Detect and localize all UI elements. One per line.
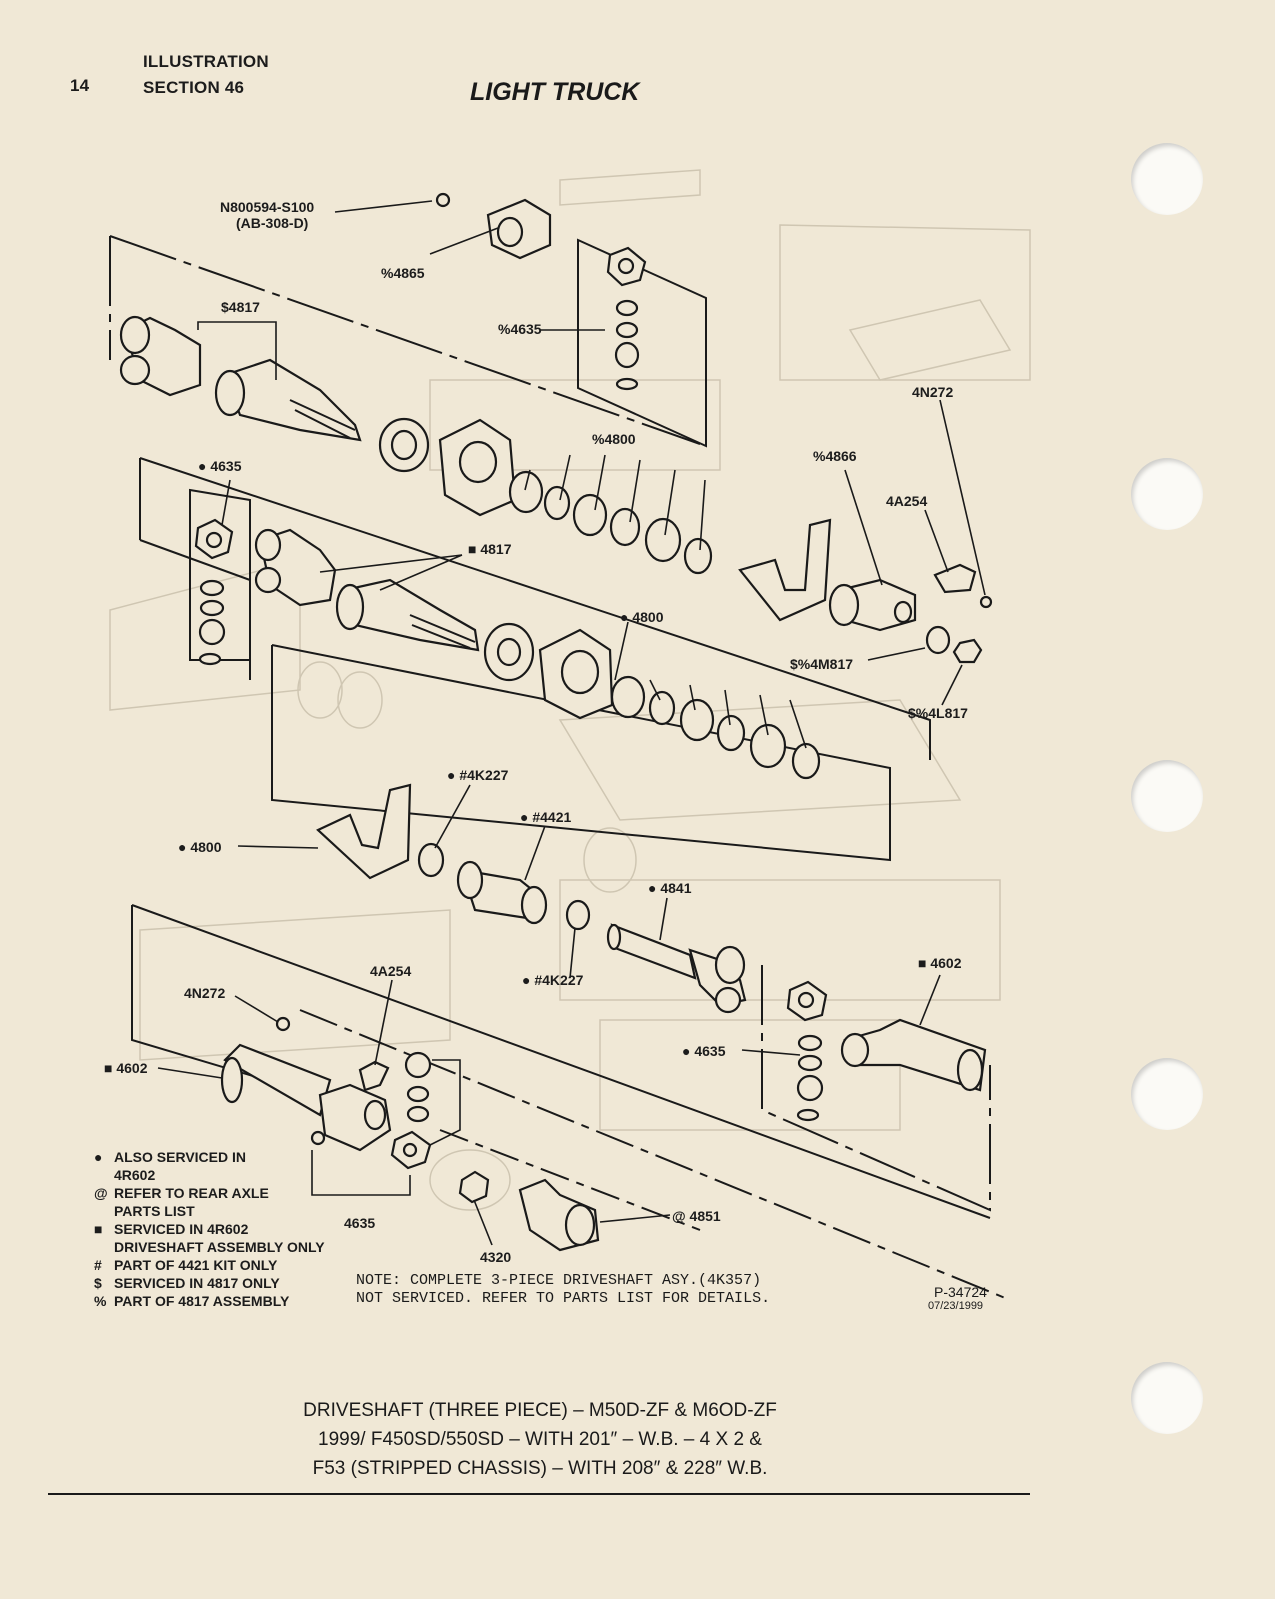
label-4n272-right: 4N272 [912,384,954,400]
legend-text: REFER TO REAR AXLE [114,1185,269,1201]
note-line-2: NOT SERVICED. REFER TO PARTS LIST FOR DE… [356,1290,771,1307]
label-4851: @ 4851 [672,1208,721,1224]
label-4800-bracket: ● 4800 [178,839,222,855]
legend-text: SERVICED IN 4817 ONLY [114,1275,280,1291]
top-shaft-parts [119,315,993,664]
legend-row: ● ALSO SERVICED IN [94,1148,325,1166]
legend-text: PARTS LIST [114,1203,195,1219]
caption-line-2: 1999/ F450SD/550SD – WITH 201″ – W.B. – … [318,1429,762,1450]
legend-row: $ SERVICED IN 4817 ONLY [94,1274,325,1292]
label-4635-left: ● 4635 [198,458,242,474]
bottom-rule [48,1493,1030,1495]
section-label: ILLUSTRATION [143,52,269,71]
legend-symbol: # [94,1257,102,1273]
symbol-legend: ● ALSO SERVICED IN 4R602 @ REFER TO REAR A… [94,1148,325,1310]
legend-row: % PART OF 4817 ASSEMBLY [94,1292,325,1310]
label-4602-left: ■ 4602 [104,1060,148,1076]
figure-date: 07/23/1999 [928,1300,984,1312]
label-4635-right: ● 4635 [682,1043,726,1059]
binder-hole [1131,1058,1203,1130]
legend-row: ■ SERVICED IN 4R602 [94,1220,325,1238]
binder-hole [1131,1362,1203,1434]
legend-text: SERVICED IN 4R602 [114,1221,249,1237]
label-4320: 4320 [480,1249,512,1265]
note-line-1: NOTE: COMPLETE 3-PIECE DRIVESHAFT ASY.(4… [356,1272,762,1289]
label-ab308: (AB-308-D) [236,215,309,231]
label-4635-top: %4635 [498,321,542,337]
legend-text: 4R602 [114,1167,156,1183]
figure-id: P-34724 [934,1284,987,1300]
binder-hole [1131,143,1203,215]
caption-line-3: F53 (STRIPPED CHASSIS) – WITH 208″ & 228… [312,1458,768,1479]
binder-hole [1131,458,1203,530]
legend-symbol: % [94,1293,107,1309]
label-4602-right: ■ 4602 [918,955,962,971]
legend-row: # PART OF 4421 KIT ONLY [94,1256,325,1274]
legend-symbol: ■ [94,1221,103,1237]
middle-shaft-parts [194,518,821,780]
rear-shaft-parts [786,980,987,1122]
legend-text: PART OF 4421 KIT ONLY [114,1257,278,1273]
label-4m817: $%4M817 [790,656,854,672]
label-4k227-bot: ● #4K227 [522,972,584,988]
caption-line-1: DRIVESHAFT (THREE PIECE) – M50D-ZF & M6O… [303,1400,777,1421]
label-4k227-top: ● #4K227 [447,767,509,783]
binder-hole [1131,760,1203,832]
label-4a254-right: 4A254 [886,493,928,509]
label-4n272-bot: 4N272 [184,985,226,1001]
legend-row: @ REFER TO REAR AXLE [94,1184,325,1202]
section-number: SECTION 46 [143,78,245,97]
label-4421: ● #4421 [520,809,572,825]
label-4800-mid: ● 4800 [620,609,664,625]
legend-symbol: @ [94,1185,108,1201]
legend-row: 4R602 [94,1166,325,1184]
label-4a254-bot: 4A254 [370,963,412,979]
label-4866: %4866 [813,448,857,464]
legend-text: PART OF 4817 ASSEMBLY [114,1293,290,1309]
center-bearing-parts [316,783,747,1014]
page-title: LIGHT TRUCK [470,78,640,106]
group-outlines [109,235,991,1219]
legend-text: ALSO SERVICED IN [114,1149,246,1165]
label-n800594: N800594-S100 [220,199,315,215]
front-shaft-parts [220,1016,600,1252]
legend-symbol: $ [94,1275,102,1291]
page-number: 14 [70,76,90,95]
leader-lines [157,200,986,1246]
axis-lines [299,1009,1011,1301]
label-4800-top: %4800 [592,431,636,447]
legend-symbol: ● [94,1149,103,1165]
label-4l817: $%4L817 [908,705,968,721]
label-4817-mid: ■ 4817 [468,541,512,557]
label-4841: ● 4841 [648,880,692,896]
label-4817-top: $4817 [221,299,260,315]
figure-caption: DRIVESHAFT (THREE PIECE) – M50D-ZF & M6O… [240,1396,840,1483]
legend-row: PARTS LIST [94,1202,325,1220]
legend-row: DRIVESHAFT ASSEMBLY ONLY [94,1238,325,1256]
legend-text: DRIVESHAFT ASSEMBLY ONLY [114,1239,325,1255]
top-ujoint-parts [435,192,647,391]
label-4865: %4865 [381,265,425,281]
label-4635-bot: 4635 [344,1215,376,1231]
